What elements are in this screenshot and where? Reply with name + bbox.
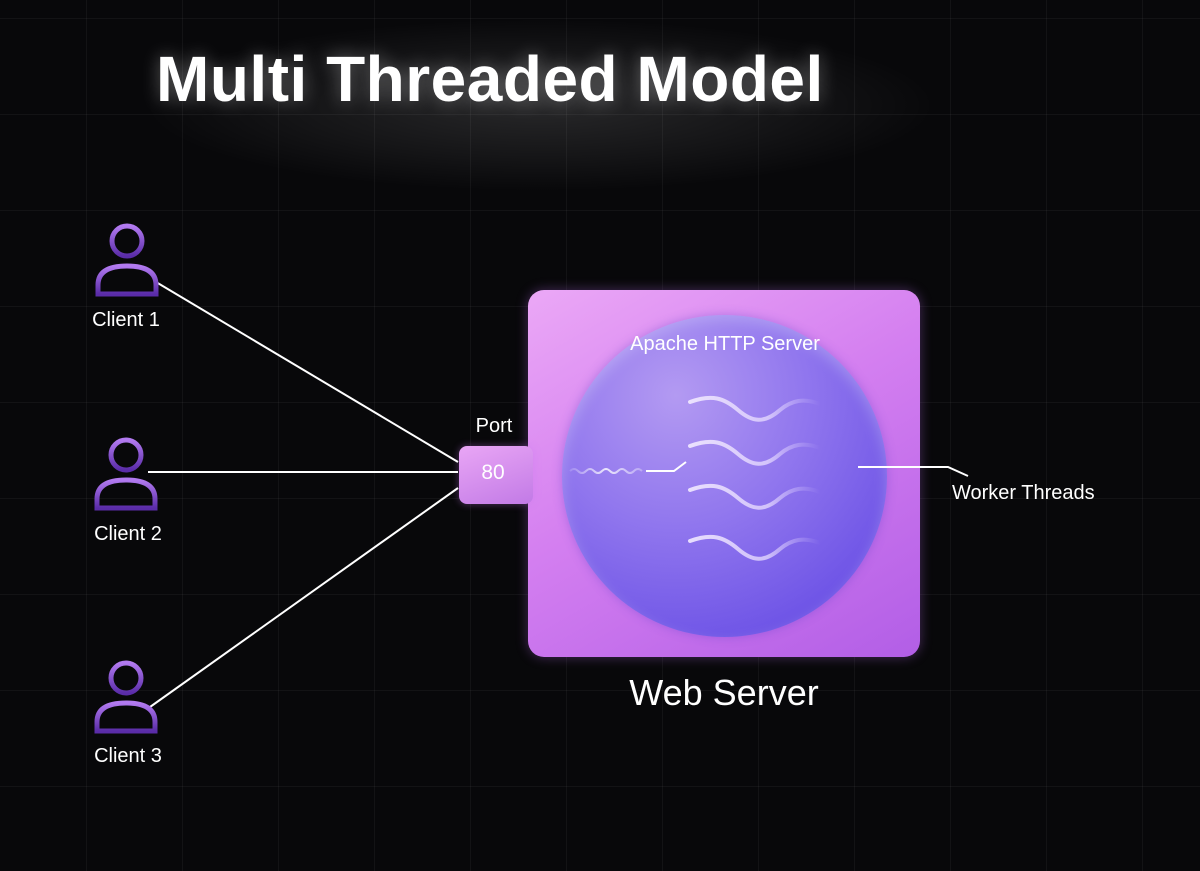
connection-line-client-1	[155, 281, 459, 463]
dispatcher-connector	[646, 461, 687, 472]
client-1-person-icon	[95, 223, 159, 297]
client-connection-lines	[148, 281, 459, 708]
connection-line-client-3	[149, 487, 459, 708]
client-1-label: Client 1	[92, 309, 160, 331]
port-box	[459, 446, 533, 504]
port-label: Port	[475, 415, 513, 437]
worker-thread-wave-3	[688, 483, 822, 510]
incoming-request-wave	[569, 468, 643, 474]
port-number: 80	[481, 461, 505, 484]
title-glow	[150, 20, 930, 190]
worker-threads-callout-line	[858, 466, 969, 477]
worker-thread-wave-2	[688, 439, 822, 466]
client-3-person-icon	[94, 660, 158, 734]
page-title: Multi Threaded Model	[156, 43, 824, 115]
worker-thread-waves	[688, 395, 822, 561]
client-2-label: Client 2	[94, 523, 162, 545]
apache-http-server-circle	[562, 315, 887, 637]
apache-http-server-label: Apache HTTP Server	[630, 333, 820, 355]
web-server-label: Web Server	[629, 672, 819, 713]
worker-thread-wave-4	[688, 534, 822, 561]
client-3-label: Client 3	[94, 745, 162, 767]
worker-threads-label: Worker Threads	[952, 482, 1095, 504]
client-2-person-icon	[94, 437, 158, 511]
worker-thread-wave-1	[688, 395, 822, 422]
